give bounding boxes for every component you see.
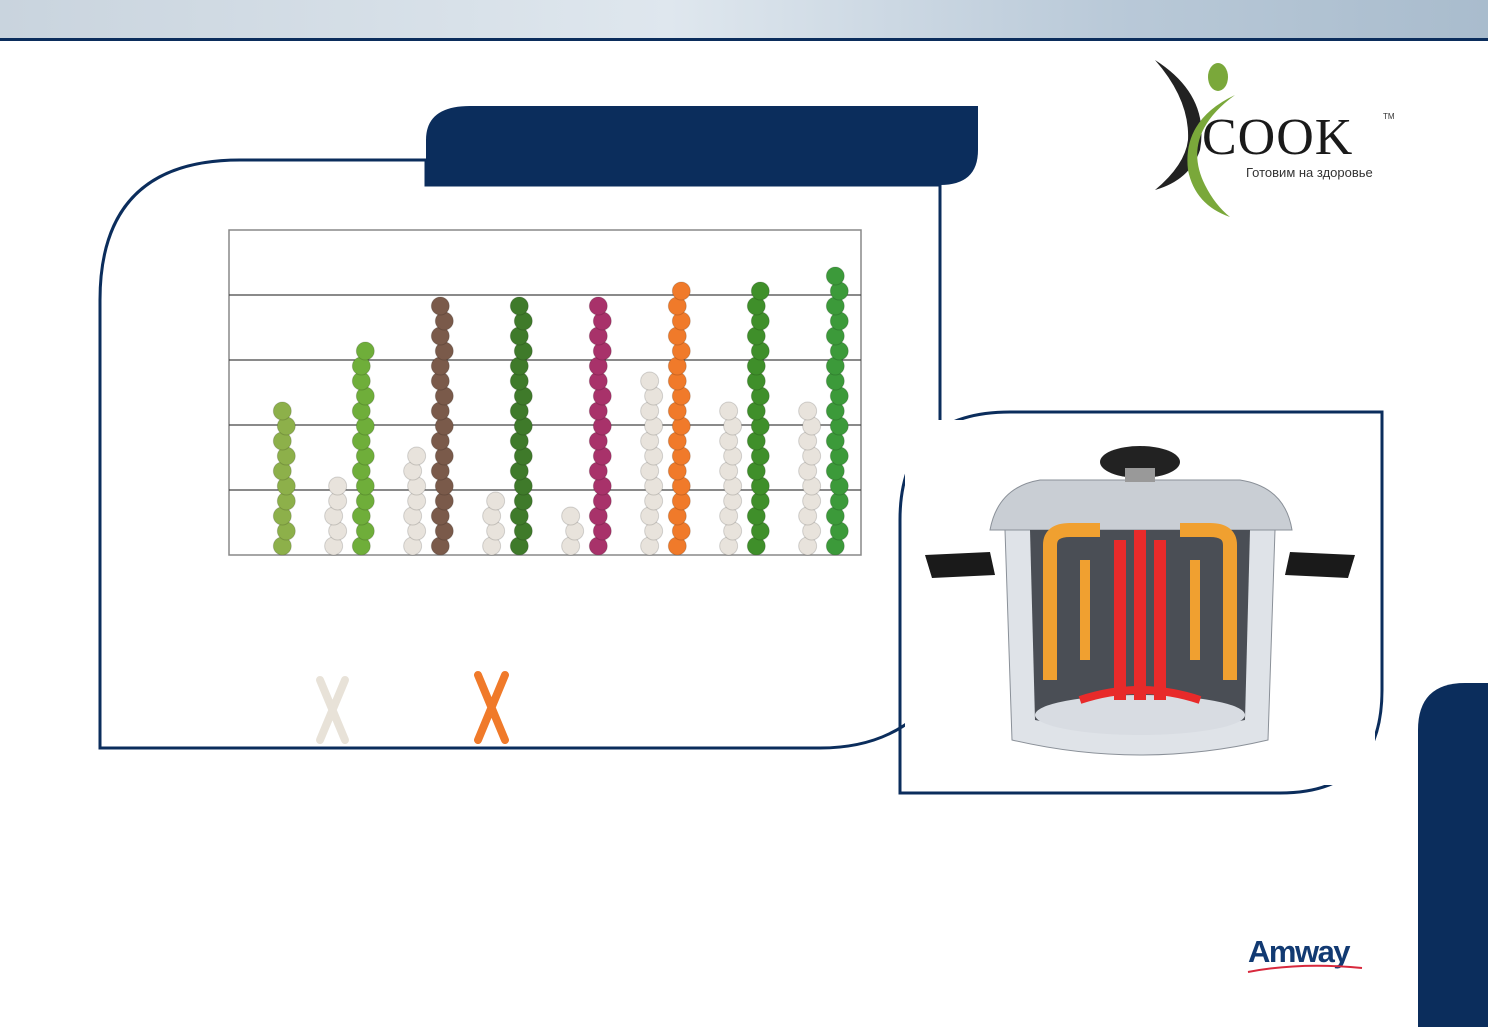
legend-pale-icon	[316, 676, 349, 744]
chart-bars	[272, 266, 849, 556]
bar-pale	[482, 491, 506, 556]
title-tab	[426, 106, 978, 185]
bar-color	[272, 401, 296, 556]
bar-pale	[561, 506, 585, 556]
logo-word: COOK	[1202, 109, 1354, 166]
cookware-pot-image	[905, 420, 1375, 785]
amway-logo: Amway	[1248, 934, 1351, 969]
bar-color	[509, 296, 533, 556]
logo-trademark: TM	[1383, 112, 1395, 121]
bar-pale	[324, 476, 348, 556]
chart-frame	[98, 158, 942, 750]
side-tab	[1418, 683, 1488, 1027]
top-bar	[0, 0, 1488, 41]
bar-color	[746, 281, 770, 556]
icook-logo	[1155, 60, 1235, 217]
bar-color	[588, 296, 612, 556]
bar-pale	[798, 401, 822, 556]
bar-color	[667, 281, 691, 556]
bar-pale	[640, 371, 664, 556]
bar-pale	[719, 401, 743, 556]
logo-tagline: Готовим на здоровье	[1246, 165, 1373, 180]
bar-color	[351, 341, 375, 556]
legend-color-icon	[474, 671, 509, 744]
bar-color	[430, 296, 454, 556]
bar-color	[825, 266, 849, 556]
bar-pale	[403, 446, 427, 556]
